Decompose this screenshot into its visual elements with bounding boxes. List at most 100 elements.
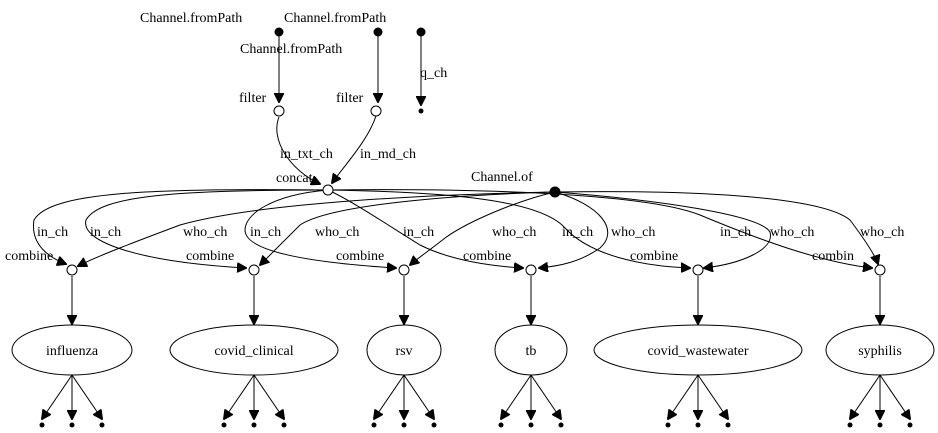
combine-label: combine (186, 249, 234, 264)
output-sink (528, 422, 534, 428)
edge-who-ch-covid-ww (554, 191, 771, 268)
output-edges (39, 374, 913, 428)
label-in-ch: in_ch (562, 225, 593, 240)
label-in-md-ch: in_md_ch (360, 147, 416, 162)
combine-node-influenza (66, 264, 78, 276)
source-label-3: Channel.fromPath (240, 42, 342, 57)
label-who-ch: who_ch (770, 225, 814, 240)
sink-q-ch (418, 108, 424, 114)
channel-of-node (549, 186, 561, 198)
output-sink (39, 422, 45, 428)
combine-label: combin (812, 249, 854, 264)
combine-node-rsv (398, 264, 410, 276)
edges (33, 32, 880, 324)
output-sink (99, 422, 105, 428)
edge-in-ch-syphilis (327, 189, 872, 268)
output-sink (695, 422, 701, 428)
edge-in-ch-tb (327, 189, 523, 268)
process-label-covid-clinical: covid_clinical (214, 344, 293, 359)
process-covid-wastewater (593, 324, 803, 376)
process-label-rsv: rsv (395, 344, 412, 359)
combine-node-tb (525, 264, 537, 276)
filter-label-1: filter (239, 91, 267, 106)
source-q-ch (416, 27, 426, 37)
output-sink (69, 422, 75, 428)
output-sink (558, 422, 564, 428)
filter-label-2: filter (336, 91, 364, 106)
output-edge (224, 374, 255, 419)
process-label-tb: tb (526, 344, 537, 359)
concat-label: concat (276, 171, 313, 186)
combine-node-covid-clinical (248, 264, 260, 276)
output-sink (431, 422, 437, 428)
label-in-ch: in_ch (37, 225, 68, 240)
edge-in-ch-covid-clinical (85, 189, 329, 268)
output-edge (374, 374, 405, 419)
combine-node-covid-wastewater (692, 264, 704, 276)
label-who-ch: who_ch (315, 225, 359, 240)
label-who-ch: who_ch (183, 225, 227, 240)
output-sink (401, 422, 407, 428)
combine-label: combine (336, 249, 384, 264)
output-sink (251, 422, 257, 428)
output-sink (877, 422, 883, 428)
process-label-covid-wastewater: covid_wastewater (647, 344, 748, 359)
output-sink (847, 422, 853, 428)
output-sink (665, 422, 671, 428)
edge-in-txt-ch (276, 116, 320, 184)
label-in-ch: in_ch (720, 225, 751, 240)
process-influenza (11, 324, 133, 376)
source-label-2: Channel.fromPath (284, 11, 386, 26)
combine-label: combine (630, 249, 678, 264)
label-in-ch: in_ch (403, 225, 434, 240)
label-in-ch: in_ch (250, 225, 281, 240)
edge-in-ch-covid-ww (327, 189, 690, 268)
edge-in-md-ch (332, 115, 377, 183)
output-edge (530, 374, 561, 419)
output-edge (42, 374, 73, 419)
edge-who-ch-covid-clinical (260, 191, 556, 265)
output-edge (850, 374, 881, 419)
output-edge (501, 374, 532, 419)
output-edge (403, 374, 434, 419)
combine-label: combine (5, 249, 53, 264)
process-tb (494, 324, 568, 376)
output-edge (253, 374, 284, 419)
source-label-1: Channel.fromPath (140, 11, 242, 26)
source-channel-frompath-1 (274, 27, 284, 37)
label-in-ch: in_ch (90, 225, 121, 240)
process-covid-clinical (169, 324, 339, 376)
edge-in-ch-rsv (244, 189, 396, 268)
output-sink (725, 422, 731, 428)
filter-node-1 (273, 105, 285, 117)
combine-label: combine (463, 249, 511, 264)
concat-node (322, 184, 334, 196)
label-in-txt-ch: in_txt_ch (280, 147, 333, 162)
output-edge (668, 374, 699, 419)
output-edge (879, 374, 910, 419)
edge-in-ch-influenza (33, 189, 329, 264)
output-sink (221, 422, 227, 428)
output-edge (71, 374, 102, 419)
output-sink (371, 422, 377, 428)
combine-node-syphilis (874, 264, 886, 276)
edge-labels: q_ch in_txt_ch in_md_ch in_ch in_ch who_… (37, 66, 904, 240)
edge-who-ch-syphilis (554, 191, 878, 264)
process-label-syphilis: syphilis (858, 344, 902, 359)
label-who-ch: who_ch (611, 225, 655, 240)
output-edge (697, 374, 728, 419)
output-sink (498, 422, 504, 428)
process-rsv (366, 324, 442, 376)
label-who-ch: who_ch (492, 225, 536, 240)
label-who-ch: who_ch (860, 225, 904, 240)
process-label-influenza: influenza (46, 344, 99, 359)
label-q-ch: q_ch (420, 66, 447, 81)
output-sink (907, 422, 913, 428)
filter-node-2 (370, 105, 382, 117)
edge-who-ch-tb (539, 191, 609, 268)
source-channel-frompath-2 (373, 27, 383, 37)
nodes: Channel.fromPath Channel.fromPath Channe… (5, 11, 935, 376)
process-syphilis (825, 324, 935, 376)
channel-of-label: Channel.of (471, 170, 533, 185)
